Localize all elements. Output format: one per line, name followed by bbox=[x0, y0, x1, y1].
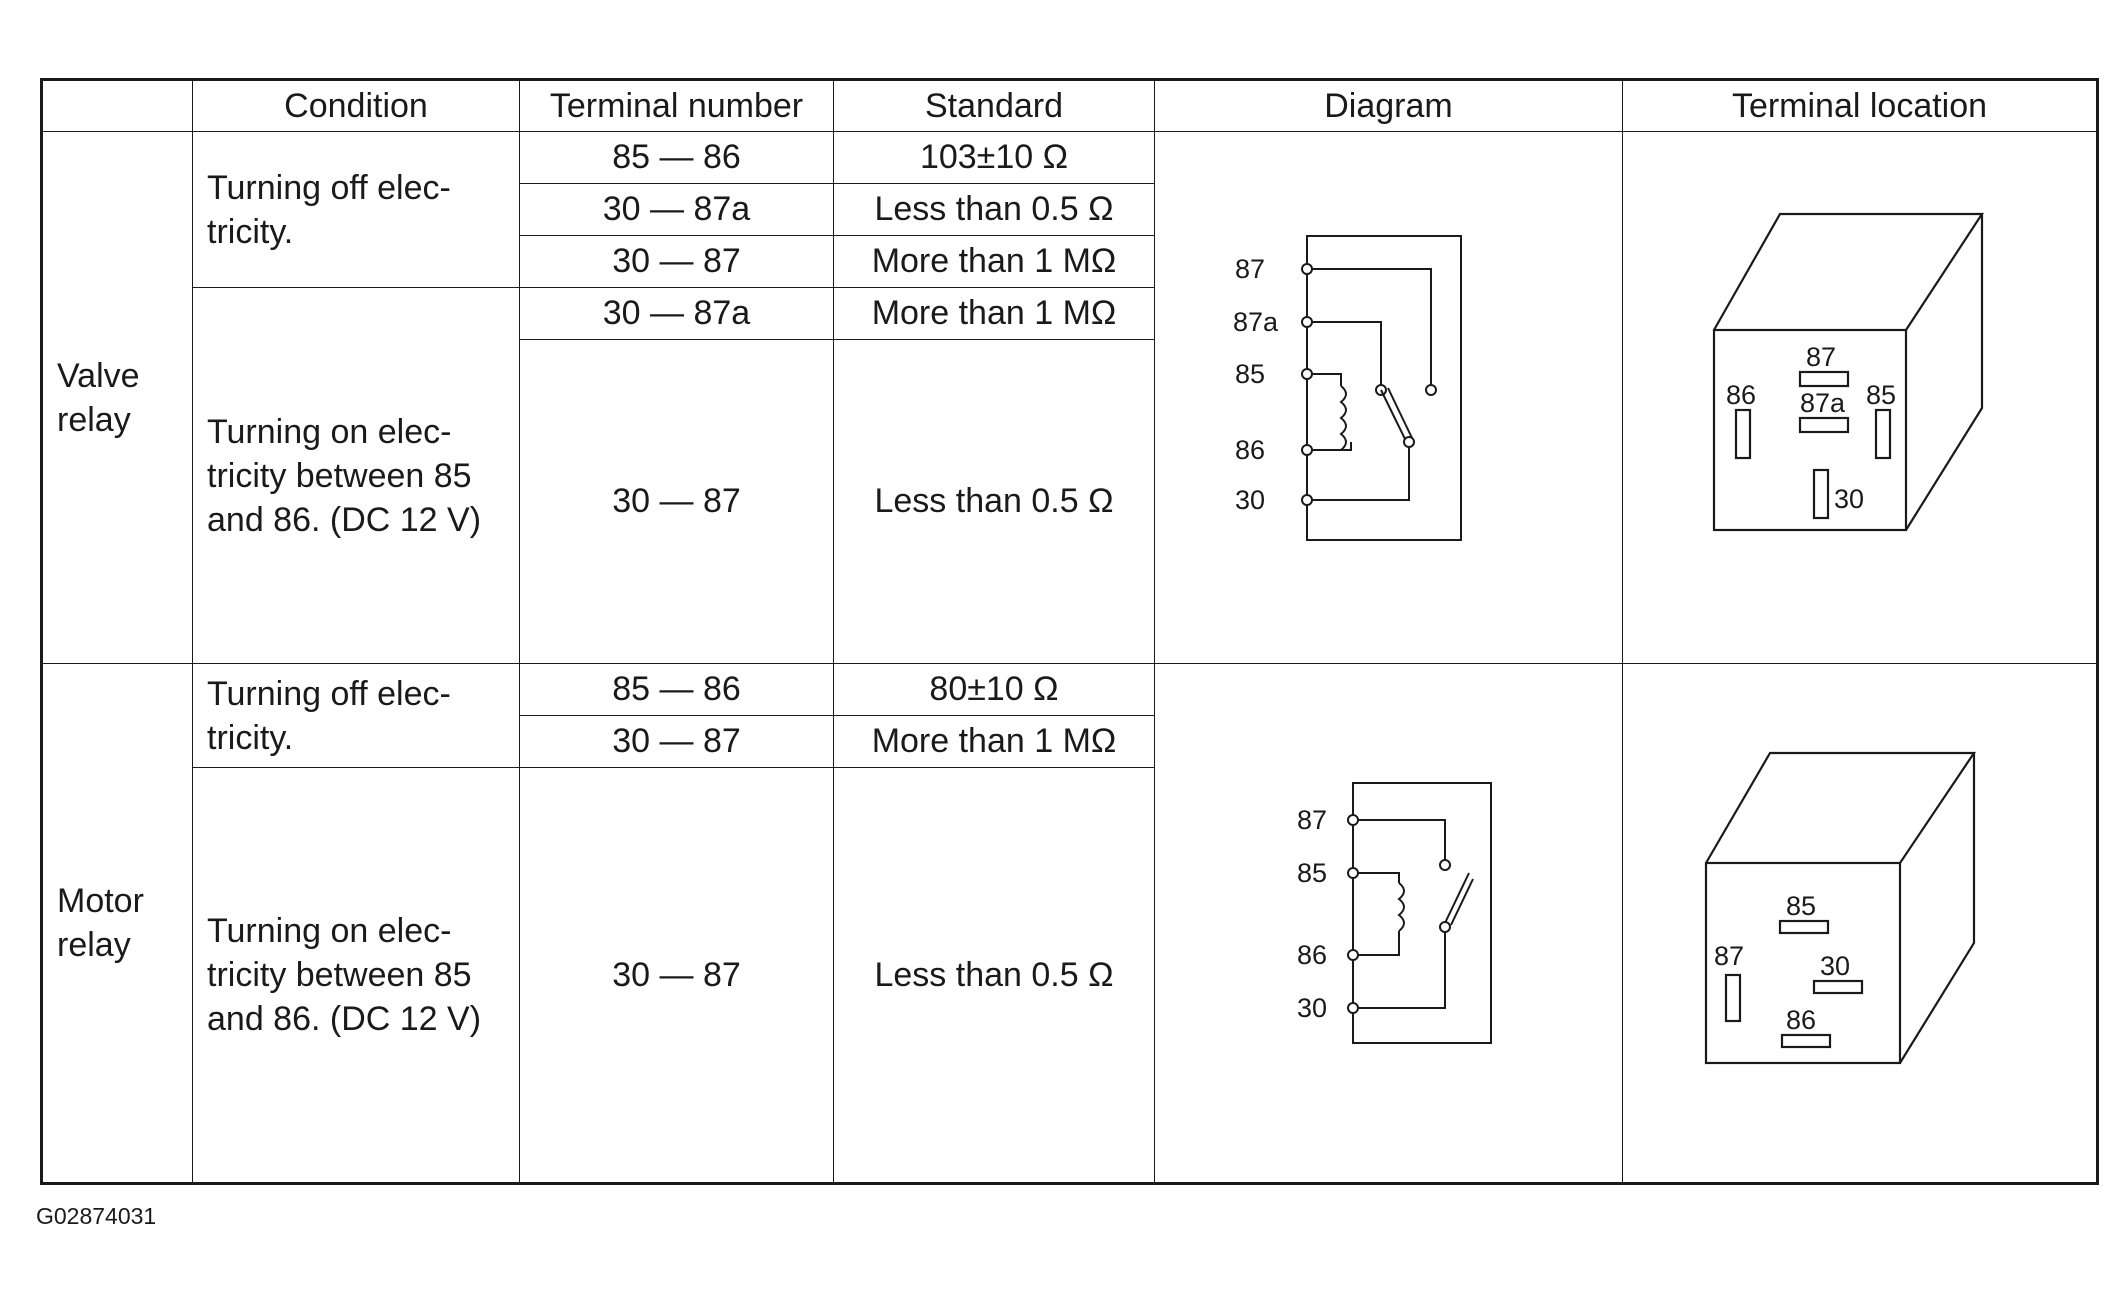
table-row: 30 — 87 Less than 0.5 Ω bbox=[42, 339, 2098, 664]
terminal-cell: 30 — 87 bbox=[519, 235, 834, 288]
location-label-30: 30 bbox=[1820, 951, 1850, 981]
diagram-label-87a: 87a bbox=[1233, 307, 1279, 337]
motor-on-condition: Turning on elec- tricity between 85 and … bbox=[192, 767, 520, 1184]
table-row: Turning on elec- tricity between 85 and … bbox=[42, 287, 2098, 664]
header-diagram: Diagram bbox=[1154, 79, 1623, 132]
location-label-85: 85 bbox=[1786, 891, 1816, 921]
location-label-87: 87 bbox=[1714, 941, 1744, 971]
motor-relay-location: 85 87 30 86 bbox=[1622, 663, 2098, 1184]
standard-cell: More than 1 MΩ bbox=[833, 235, 1155, 288]
motor-relay-terminal-location-diagram: 85 87 30 86 bbox=[1704, 751, 1976, 1065]
relay-inspection-table: Condition Terminal number Standard Diagr… bbox=[40, 78, 2099, 1185]
figure-id: G02874031 bbox=[36, 1203, 157, 1229]
standard-cell: More than 1 MΩ bbox=[833, 715, 1155, 768]
valve-relay-terminal-location-diagram: 87 86 87a 85 30 bbox=[1712, 212, 1984, 531]
location-label-87: 87 bbox=[1806, 342, 1836, 372]
standard-cell: Less than 0.5 Ω bbox=[833, 767, 1155, 1184]
header-terminal-location: Terminal location bbox=[1622, 79, 2098, 132]
terminal-cell: 30 — 87 bbox=[519, 715, 834, 768]
motor-relay-circuit-diagram: 87 85 86 30 bbox=[1297, 782, 1492, 1044]
standard-cell: Less than 0.5 Ω bbox=[833, 339, 1155, 664]
location-label-85: 85 bbox=[1866, 380, 1896, 410]
valve-off-condition: Turning off elec- tricity. bbox=[192, 131, 520, 288]
valve-relay-circuit-diagram: 87 87a 85 86 30 bbox=[1233, 234, 1462, 541]
diagram-label-30: 30 bbox=[1235, 485, 1265, 515]
diagram-label-85: 85 bbox=[1235, 359, 1265, 389]
diagram-label-85: 85 bbox=[1297, 858, 1327, 888]
terminal-cell: 30 — 87 bbox=[519, 339, 834, 664]
valve-relay-diagram: 87 87a 85 86 30 bbox=[1154, 131, 1623, 664]
table-row: Valve relay Turning off elec- tricity. 8… bbox=[41, 131, 2098, 664]
valve-relay-location: 87 86 87a 85 30 bbox=[1622, 131, 2098, 664]
terminal-cell: 30 — 87a bbox=[519, 287, 834, 340]
header-terminal-number: Terminal number bbox=[519, 79, 834, 132]
motor-relay-label: Motor relay bbox=[41, 663, 193, 1184]
motor-off-condition: Turning off elec- tricity. bbox=[192, 663, 520, 768]
header-condition: Condition bbox=[192, 79, 520, 132]
standard-cell: 103±10 Ω bbox=[833, 131, 1155, 184]
standard-cell: Less than 0.5 Ω bbox=[833, 183, 1155, 236]
diagram-label-86: 86 bbox=[1235, 435, 1265, 465]
terminal-cell: 30 — 87a bbox=[519, 183, 834, 236]
diagram-label-87: 87 bbox=[1297, 805, 1327, 835]
table-row: 30 — 87a Less than 0.5 Ω bbox=[42, 183, 2098, 236]
diagram-label-87: 87 bbox=[1235, 254, 1265, 284]
header-standard: Standard bbox=[833, 79, 1155, 132]
diagram-label-86: 86 bbox=[1297, 940, 1327, 970]
motor-relay-diagram: 87 85 86 30 bbox=[1154, 663, 1623, 1184]
location-label-86: 86 bbox=[1726, 380, 1756, 410]
standard-cell: 80±10 Ω bbox=[833, 663, 1155, 716]
terminal-cell: 85 — 86 bbox=[519, 663, 834, 716]
valve-relay-label: Valve relay bbox=[41, 131, 193, 664]
location-label-30: 30 bbox=[1834, 484, 1864, 514]
standard-cell: More than 1 MΩ bbox=[833, 287, 1155, 340]
diagram-label-30: 30 bbox=[1297, 993, 1327, 1023]
header-blank bbox=[41, 79, 193, 132]
terminal-cell: 30 — 87 bbox=[519, 767, 834, 1184]
location-label-87a: 87a bbox=[1800, 388, 1846, 418]
header-row: Condition Terminal number Standard Diagr… bbox=[41, 79, 2098, 132]
table-row: Motor relay Turning off elec- tricity. 8… bbox=[41, 663, 2098, 1184]
table-row: 30 — 87 More than 1 MΩ bbox=[42, 715, 2098, 768]
table-row: Turning on elec- tricity between 85 and … bbox=[42, 767, 2098, 1184]
terminal-cell: 85 — 86 bbox=[519, 131, 834, 184]
valve-on-condition: Turning on elec- tricity between 85 and … bbox=[192, 287, 520, 664]
location-label-86: 86 bbox=[1786, 1005, 1816, 1035]
